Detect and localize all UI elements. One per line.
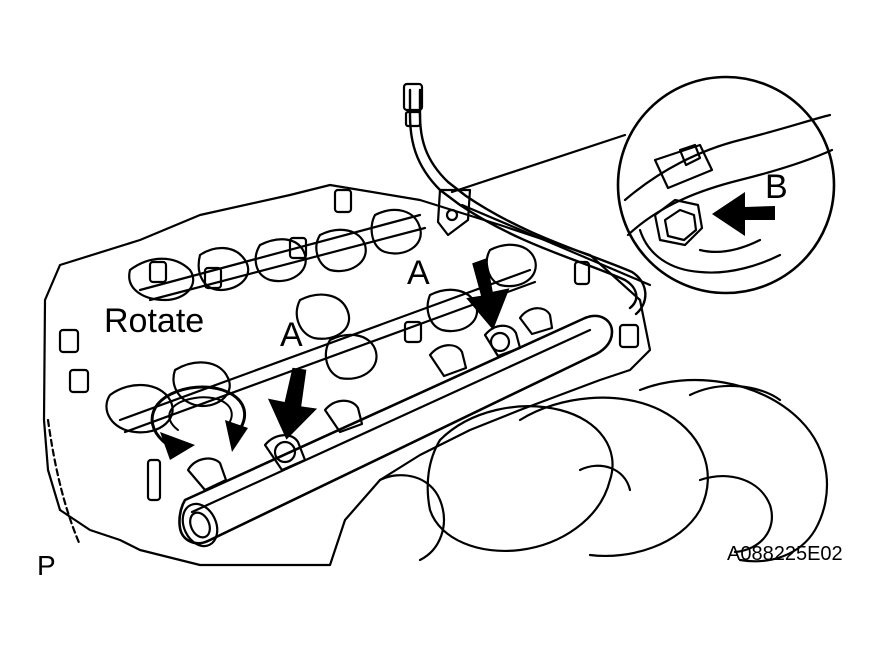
- intake-manifold: [378, 378, 829, 563]
- detail-circle-b: [616, 75, 836, 295]
- rotate-arrowhead-right-icon: [225, 420, 248, 452]
- camshaft-left: [128, 208, 427, 302]
- label-a-left: A: [280, 316, 303, 354]
- rotate-label: Rotate: [104, 302, 205, 340]
- timing-chain: [46, 418, 82, 547]
- rail-brackets: [186, 307, 554, 492]
- arrow-down-icon: [466, 258, 510, 330]
- arrow-left-icon: [712, 192, 775, 236]
- cylinder-head-outline: [42, 183, 652, 567]
- corner-mark: P: [37, 550, 56, 581]
- fuel-line-pipe: [402, 82, 647, 316]
- figure-code: A088225E02: [727, 543, 843, 565]
- arrow-down-icon: [267, 367, 318, 440]
- fuel-delivery-pipe: [178, 314, 614, 548]
- pipe-clamp: [436, 188, 472, 237]
- label-a-right: A: [407, 254, 430, 292]
- label-b: B: [765, 168, 788, 206]
- rotate-arrow-icon: [150, 385, 246, 447]
- rotate-arrowhead-left-icon: [160, 432, 195, 460]
